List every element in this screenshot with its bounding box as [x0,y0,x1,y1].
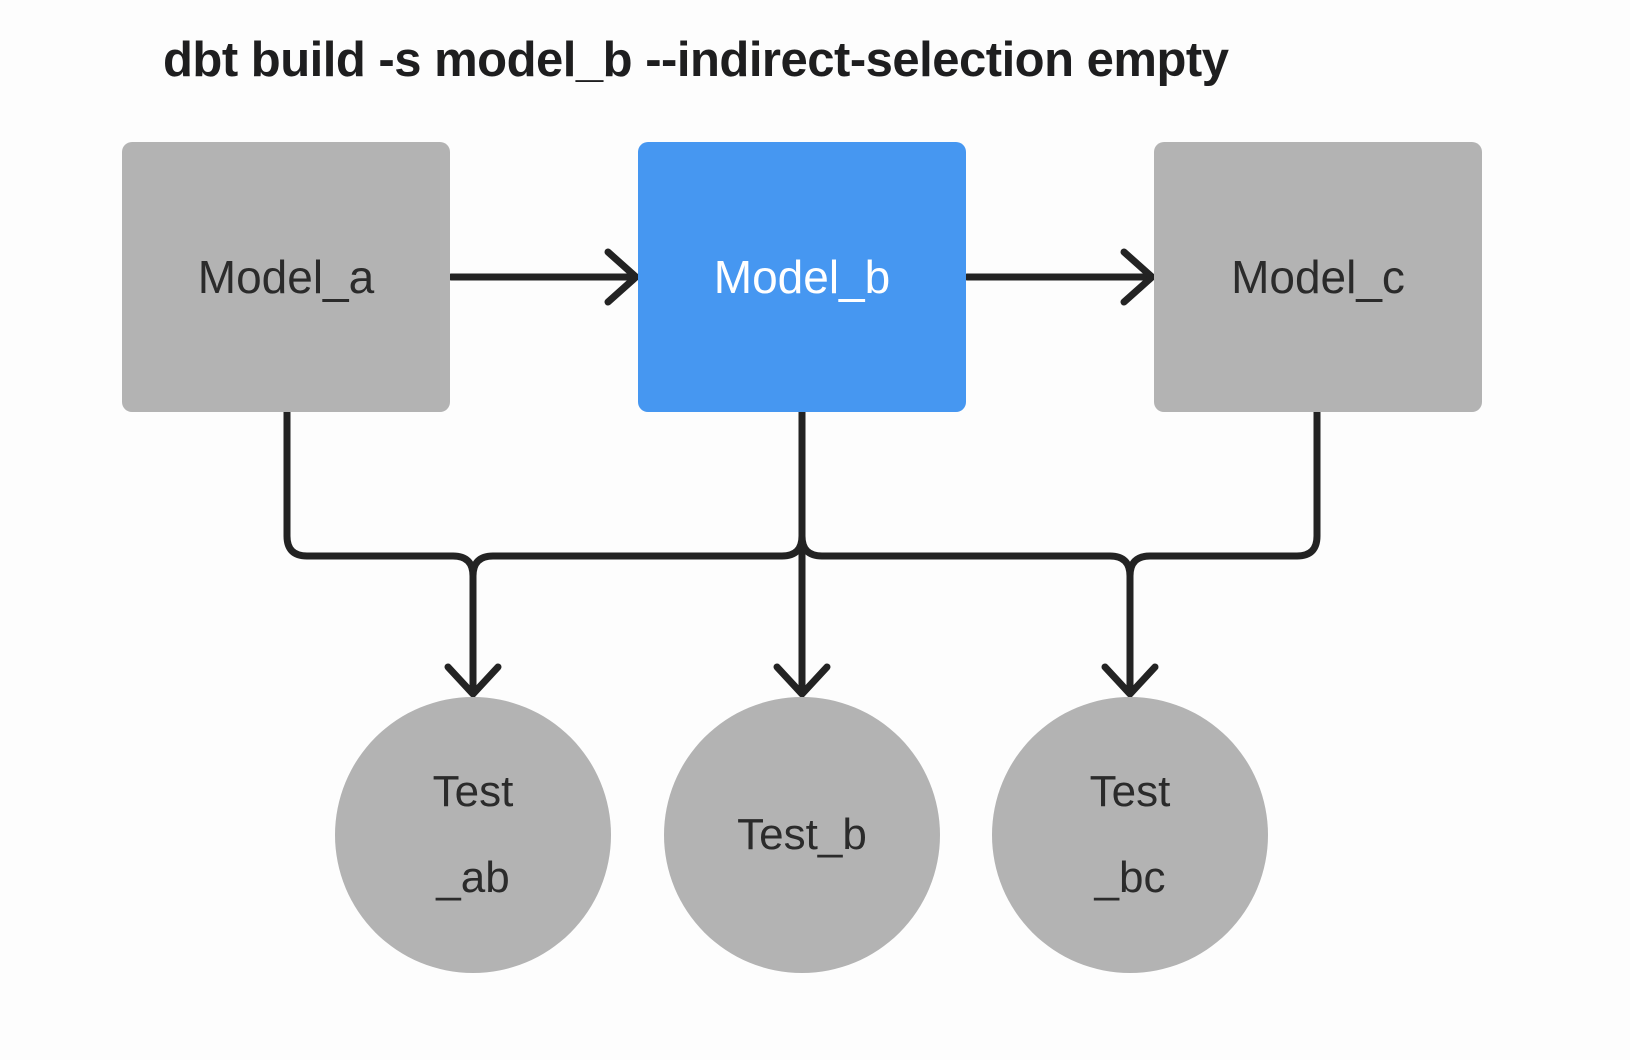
node-test-bc-label-line2: _bc [1094,853,1166,902]
node-test-ab-label-line1: Test [432,767,514,816]
edge-model-b-to-test-bc [798,408,1134,696]
node-test-b: Test_b [664,697,940,973]
edge-model-a-to-test-ab [283,408,477,696]
node-test-bc-label: Test _bc [1090,749,1171,921]
node-test-ab-label-line2: _ab [436,853,510,902]
edge-model-b-to-test-ab [469,408,806,696]
node-model-a: Model_a [122,142,450,412]
edge-to-test-bc-arrowhead-icon [1101,663,1159,698]
edge-to-test-ab-arrowhead-icon [444,663,502,698]
node-test-bc: Test _bc [992,697,1268,973]
node-test-b-label: Test_b [737,810,867,859]
node-test-bc-label-line1: Test [1089,767,1171,816]
edge-model-b-to-model-c-arrowhead-icon [1120,248,1156,306]
node-model-b-label: Model_b [713,251,891,303]
node-model-c-label: Model_c [1231,251,1405,303]
edge-model-c-to-test-bc [1126,408,1321,696]
node-model-c: Model_c [1154,142,1482,412]
edge-model-a-to-model-b-arrowhead-icon [604,248,640,306]
node-test-ab: Test _ab [335,697,611,973]
diagram-title: dbt build -s model_b --indirect-selectio… [163,33,1229,87]
node-test-ab-label: Test _ab [433,749,514,921]
node-model-a-label: Model_a [197,251,375,303]
edge-to-test-b-arrowhead-icon [773,663,831,698]
node-model-b-selected: Model_b [638,142,966,412]
